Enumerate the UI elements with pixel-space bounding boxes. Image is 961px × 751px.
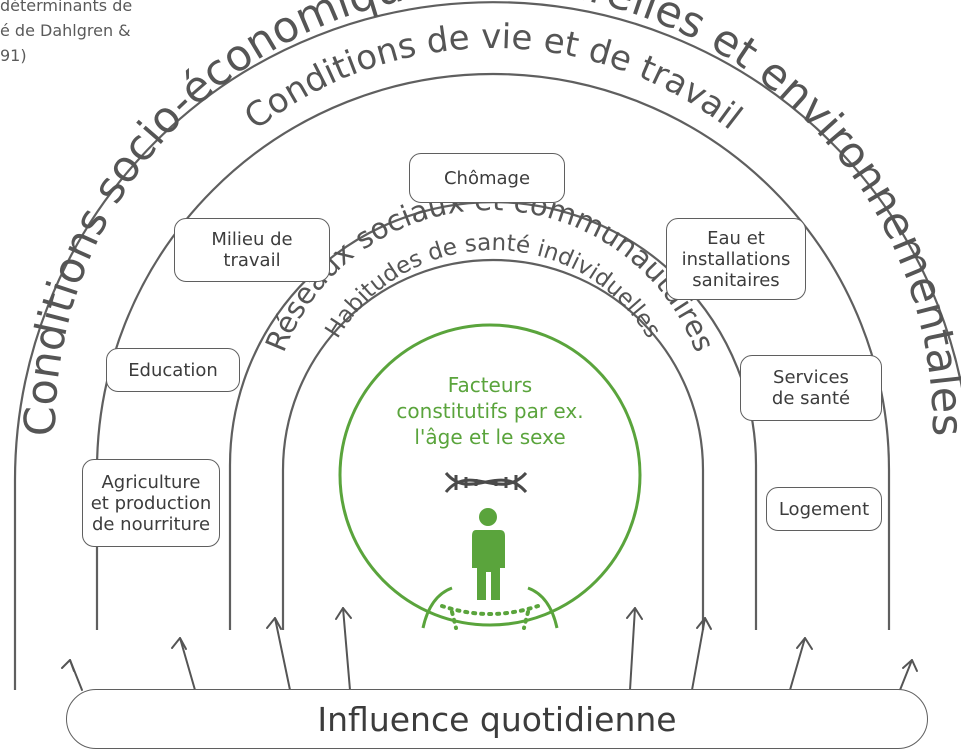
- core-circle: [338, 323, 642, 627]
- person-icon: [472, 508, 505, 600]
- ring-arc-second: [95, 72, 891, 630]
- arrow-6: [691, 617, 712, 691]
- ring-arc-fourth: [281, 258, 705, 630]
- caption-line-2: é de Dahlgren &: [0, 21, 131, 40]
- box-eau-line-2: installations: [681, 248, 791, 270]
- box-chomage: Chômage: [409, 153, 565, 203]
- arrow-3: [266, 617, 291, 691]
- box-agriculture-line-2: et production: [90, 492, 212, 514]
- box-eau-installations: Eau et installations sanitaires: [666, 218, 806, 300]
- arrow-1: [61, 659, 83, 691]
- influence-arrows: [61, 607, 918, 691]
- ring-arc-outer: [13, 0, 961, 690]
- box-logement-line-1: Logement: [778, 498, 870, 520]
- box-milieu-line-1: Milieu de: [211, 229, 293, 250]
- arrow-4: [335, 607, 352, 691]
- influence-quotidienne-label: Influence quotidienne: [317, 699, 677, 739]
- influence-quotidienne-bar: Influence quotidienne: [66, 689, 928, 749]
- box-milieu-line-2: travail: [223, 250, 281, 271]
- arrow-8: [899, 659, 918, 691]
- box-services-line-1: Services: [773, 367, 849, 388]
- box-services-de-sante: Services de santé: [740, 355, 882, 421]
- box-education: Education: [106, 348, 240, 392]
- core-line-3: l'âge et le sexe: [414, 425, 565, 449]
- box-services-line-2: de santé: [771, 388, 851, 409]
- caption-line-3: 91): [0, 46, 27, 65]
- box-milieu-de-travail: Milieu de travail: [174, 218, 330, 282]
- box-eau-line-1: Eau et: [707, 227, 765, 249]
- arrow-5: [626, 607, 643, 691]
- core-line-1: Facteurs: [448, 373, 532, 397]
- ground-icon: [421, 586, 559, 630]
- arrow-2: [171, 637, 196, 691]
- box-agriculture-line-3: de nourriture: [91, 513, 211, 535]
- box-logement: Logement: [766, 487, 882, 531]
- core-line-2: constitutifs par ex.: [396, 399, 583, 423]
- box-education-line-1: Education: [128, 359, 218, 381]
- caption-line-1: déterminants de: [0, 0, 133, 15]
- box-eau-line-3: sanitaires: [692, 269, 780, 291]
- box-chomage-line-1: Chômage: [443, 167, 531, 189]
- box-agriculture-line-1: Agriculture: [101, 471, 201, 493]
- ring-arcs: [13, 0, 961, 690]
- arrow-7: [789, 637, 813, 691]
- box-agriculture: Agriculture et production de nourriture: [82, 459, 220, 547]
- dna-icon: [444, 471, 528, 494]
